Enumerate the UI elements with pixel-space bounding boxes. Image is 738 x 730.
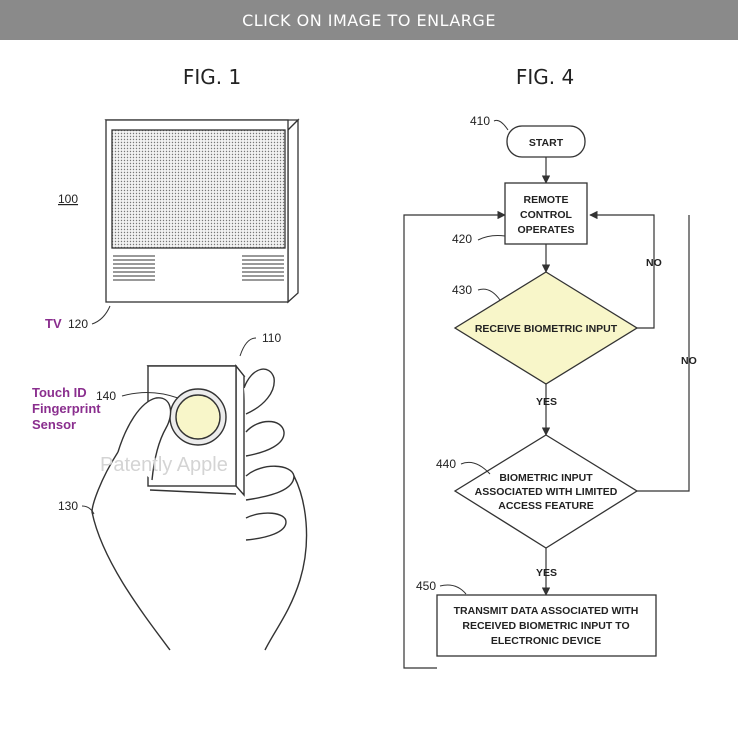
- ref-130: 130: [58, 499, 78, 513]
- leader-140: [121, 392, 179, 399]
- tv-screen: [111, 129, 286, 249]
- enlarge-banner[interactable]: CLICK ON IMAGE TO ENLARGE: [0, 0, 738, 40]
- yes-label-1: YES: [536, 396, 557, 408]
- ref-440: 440: [436, 457, 456, 471]
- ref-430: 430: [452, 283, 472, 297]
- fig1-title: FIG. 1: [183, 65, 241, 89]
- decision-receive-biometric-input: [453, 271, 639, 385]
- step-440-line1: BIOMETRIC INPUT: [499, 472, 593, 484]
- watermark: Patently Apple: [100, 454, 228, 476]
- ref-120: 120: [68, 317, 88, 331]
- tv-illustration: [104, 118, 300, 304]
- step-450-line3: ELECTRONIC DEVICE: [491, 635, 601, 647]
- ref-420: 420: [452, 232, 472, 246]
- fig4-title: FIG. 4: [516, 65, 574, 89]
- step-440-line2: ASSOCIATED WITH LIMITED: [475, 486, 618, 498]
- start-label: START: [529, 137, 564, 149]
- leader-130: [81, 505, 95, 515]
- step-420-line3: OPERATES: [518, 224, 575, 236]
- yes-label-2: YES: [536, 567, 557, 579]
- step-450-line2: RECEIVED BIOMETRIC INPUT TO: [462, 620, 629, 632]
- step-420-line2: CONTROL: [520, 209, 572, 221]
- leader-410: [493, 119, 509, 131]
- ref-110: 110: [262, 331, 281, 345]
- step-transmit-data: [436, 594, 657, 657]
- sensor-label-1: Touch ID: [32, 385, 87, 400]
- start-terminal: [506, 125, 586, 158]
- leader-440: [460, 461, 491, 475]
- decision-limited-access-feature: [453, 434, 639, 549]
- tv-label: TV: [45, 316, 62, 331]
- leader-120: [91, 305, 111, 325]
- remote-illustration: [146, 364, 246, 497]
- step-430-label: RECEIVE BIOMETRIC INPUT: [475, 323, 618, 335]
- step-remote-control-operates: [504, 182, 588, 245]
- sensor-label-2: Fingerprint: [32, 401, 101, 416]
- fingerprint-sensor: [175, 394, 221, 440]
- leader-110: [239, 337, 257, 357]
- step-420-line1: REMOTE: [524, 194, 569, 206]
- hand-illustration: [91, 368, 308, 651]
- no-label-2: NO: [681, 355, 697, 367]
- no-label-1: NO: [646, 257, 662, 269]
- leader-420: [477, 235, 506, 241]
- ref-450: 450: [416, 579, 436, 593]
- sensor-label-3: Sensor: [32, 417, 76, 432]
- leader-430: [477, 288, 501, 301]
- ref-140: 140: [96, 389, 116, 403]
- leader-450: [439, 584, 467, 595]
- step-440-line3: ACCESS FEATURE: [498, 500, 593, 512]
- step-450-line1: TRANSMIT DATA ASSOCIATED WITH: [454, 605, 639, 617]
- flow-connectors: [403, 157, 690, 669]
- ref-100: 100: [58, 192, 78, 206]
- ref-410: 410: [470, 114, 490, 128]
